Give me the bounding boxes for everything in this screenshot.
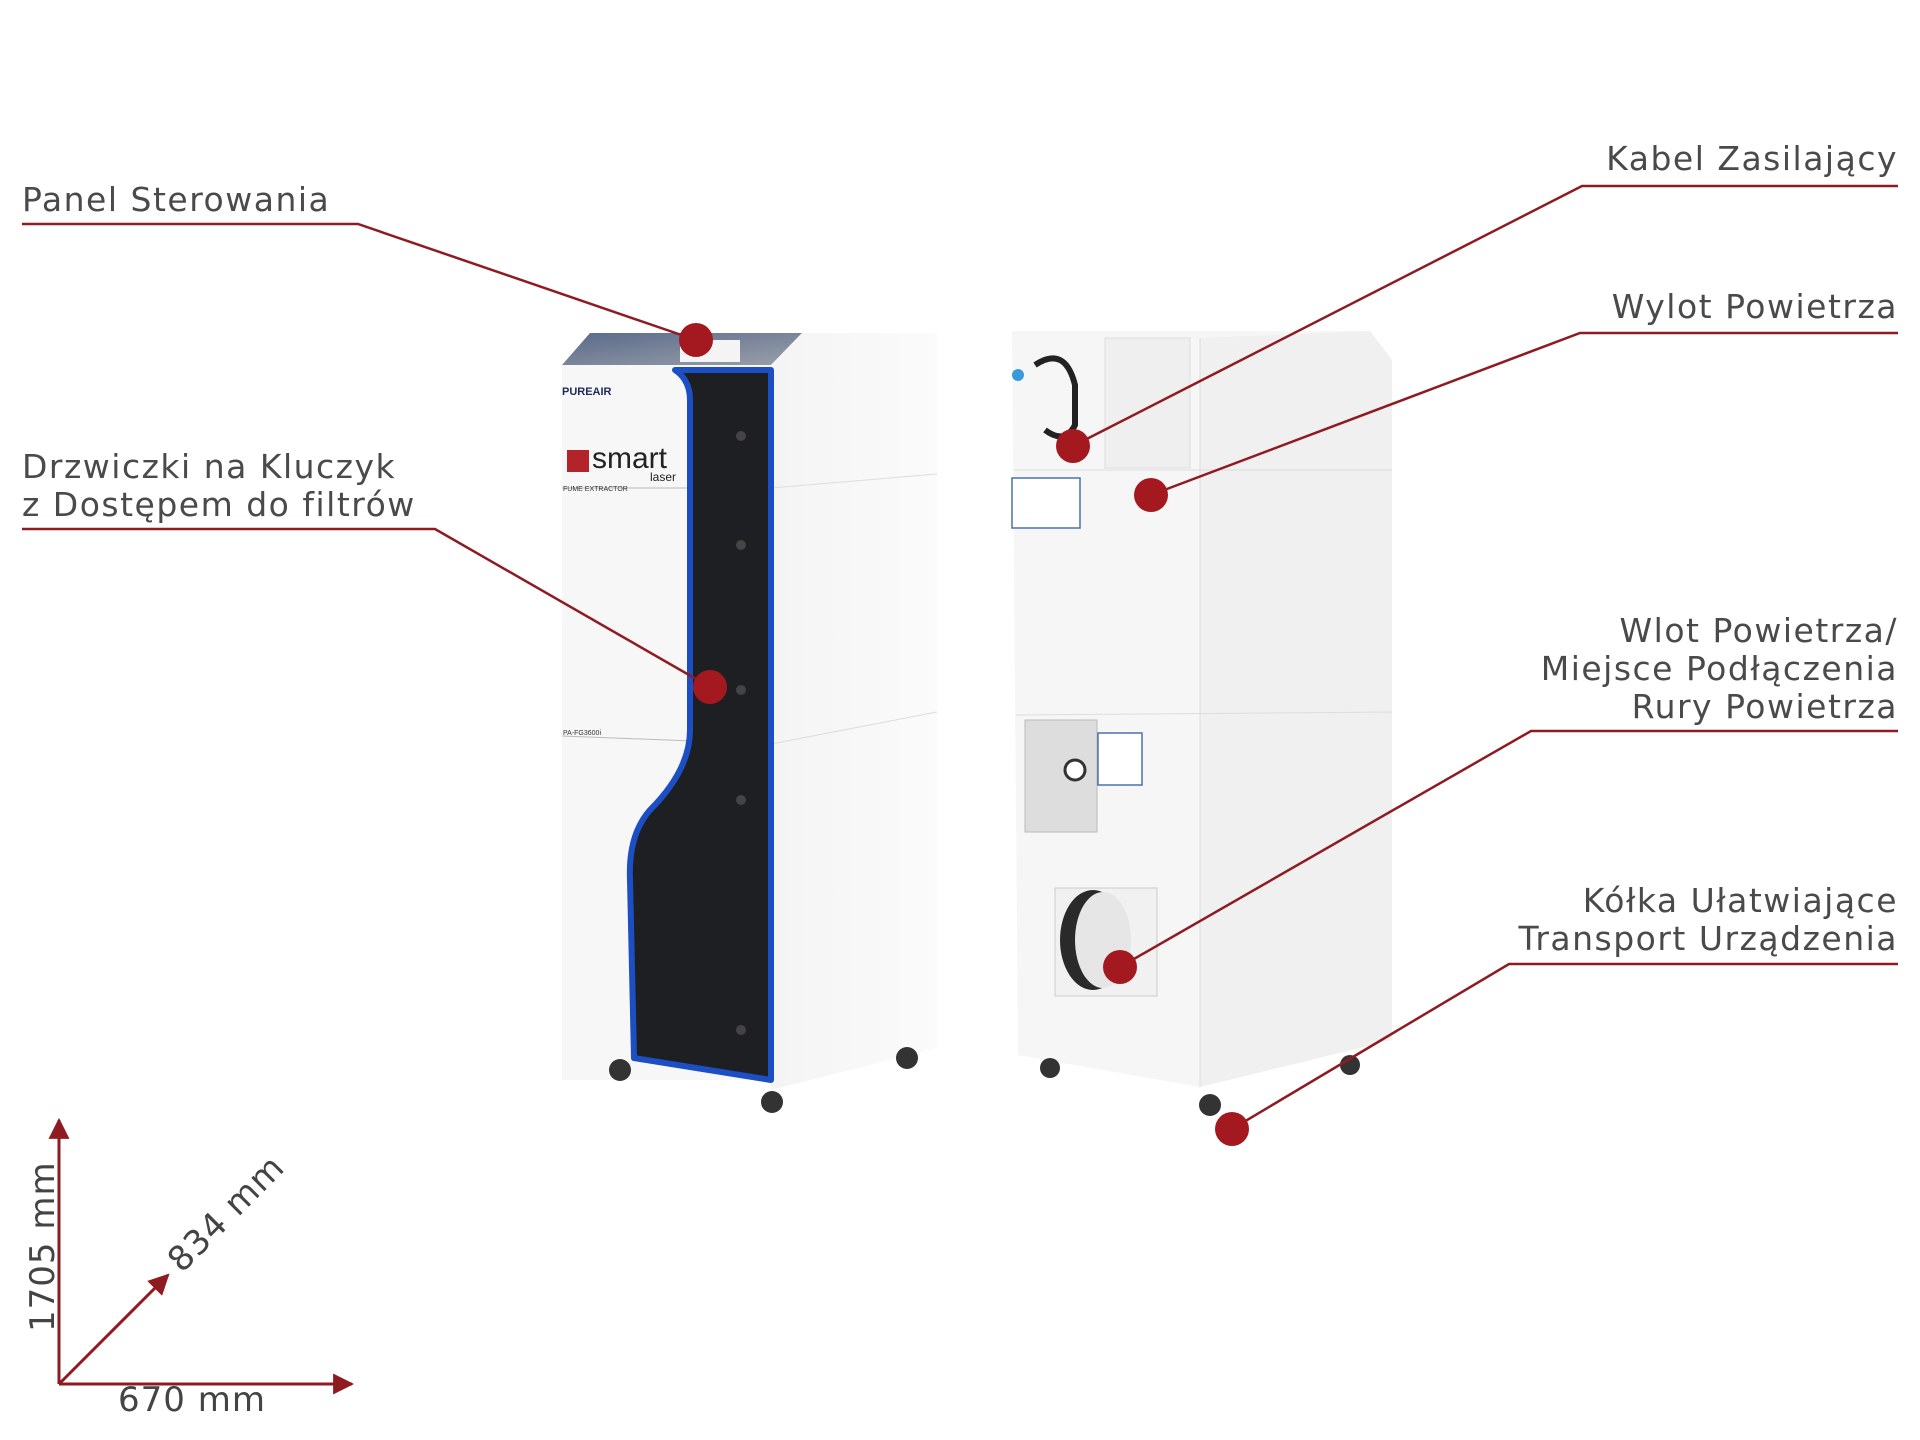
callout-dot-control-panel [679, 323, 713, 357]
height-dimension: 1705 mm [23, 1161, 63, 1332]
smart-logo: smart [592, 442, 667, 475]
callout-dot-air-inlet [1103, 950, 1137, 984]
fume-extractor-rear-view [1011, 331, 1393, 1116]
width-dimension: 670 mm [118, 1380, 266, 1420]
label-line: z Dostępem do filtrów [22, 485, 416, 524]
callout-lines [22, 184, 1898, 1131]
depth-arrow [57, 1273, 170, 1386]
label-control-panel: Panel Sterowania [22, 180, 331, 219]
brand-logo: PUREAIR [562, 386, 612, 398]
label-line: Kółka Ułatwiające [1582, 881, 1898, 920]
label-line: Miejsce Podłączenia [1540, 649, 1898, 688]
model-number: PA-FG3600i [563, 730, 601, 737]
label-power-cable: Kabel Zasilający [1606, 139, 1898, 178]
fume-extractor-front-view [561, 333, 938, 1113]
label-wheels: Kółka Ułatwiające Transport Urządzenia [1519, 882, 1898, 958]
callout-dot-air-outlet [1134, 478, 1168, 512]
callout-dot-power-cable [1056, 429, 1090, 463]
callout-dot-wheels [1215, 1112, 1249, 1146]
label-line: Transport Urządzenia [1518, 919, 1898, 958]
label-air-inlet: Wlot Powietrza/ Miejsce Podłączenia Rury… [1541, 612, 1898, 726]
dimension-arrows [48, 1117, 355, 1395]
callout-dot-filter-door [693, 670, 727, 704]
laser-logo: laser [650, 470, 677, 484]
label-line: Drzwiczki na Kluczyk [22, 447, 397, 486]
label-filter-door: Drzwiczki na Kluczyk z Dostępem do filtr… [22, 448, 416, 524]
label-line: Wlot Powietrza/ [1619, 611, 1898, 650]
product-type: FUME EXTRACTOR [563, 486, 628, 493]
label-line: Rury Powietrza [1631, 687, 1898, 726]
label-air-outlet: Wylot Powietrza [1611, 287, 1898, 326]
